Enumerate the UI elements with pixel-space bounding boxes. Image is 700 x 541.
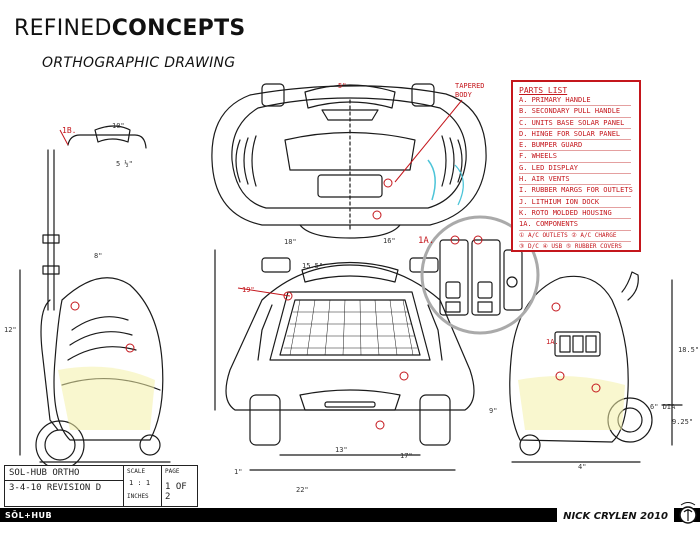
top-view <box>211 83 487 239</box>
side-view-right <box>509 271 683 463</box>
dim-19: 19" <box>242 286 255 294</box>
title-block-scale-unit: INCHES <box>127 493 149 500</box>
dim-5: 5" <box>338 82 347 90</box>
footer-bar <box>0 508 700 522</box>
dim-13: 13" <box>335 446 348 454</box>
dim-9: 9" <box>489 407 498 415</box>
title-block-scale-label: SCALE <box>127 468 146 475</box>
parts-list-item: B. SECONDARY PULL HANDLE <box>519 106 631 118</box>
parts-list-item: A. PRIMARY HANDLE <box>519 95 631 107</box>
dim-18: 18" <box>284 238 297 246</box>
parts-list-heading: PARTS LIST <box>519 86 568 95</box>
annotation-tapered-body: TAPERED BODY <box>455 82 485 99</box>
parts-list-item: I. RUBBER MARGS FOR OUTLETS <box>519 185 633 197</box>
dim-10: 10" <box>112 122 125 130</box>
dim-9-25: 9.25" <box>672 418 694 426</box>
dim-12: 12" <box>4 326 17 334</box>
parts-list-item: E. BUMPER GUARD <box>519 140 631 152</box>
parts-list-item: K. ROTO MOLDED HOUSING <box>519 208 631 220</box>
annotation-1a-side: 1A. <box>546 338 559 346</box>
parts-list-item: ① A/C OUTLETS ② A/C CHARGE <box>519 231 631 242</box>
dim-17: 17" <box>400 452 413 460</box>
annotation-1b: 1B. <box>62 126 77 135</box>
dim-16: 16" <box>383 237 396 245</box>
dim-8: 8" <box>94 252 103 260</box>
dim-22: 22" <box>296 486 309 494</box>
dim-4: 4" <box>578 463 587 471</box>
parts-list-item: D. HINGE FOR SOLAR PANEL <box>519 129 631 141</box>
detail-callout <box>420 215 540 335</box>
parts-list-item: C. UNITS BASE SOLAR PANEL <box>519 118 631 129</box>
title-block: SOL-HUB ORTHO 3-4-10 REVISION D SCALE 1 … <box>4 465 198 507</box>
dim-5-5: 5 ½" <box>116 160 133 168</box>
parts-list-item: 1A. COMPONENTS <box>519 219 631 231</box>
dim-1: 1" <box>234 468 243 476</box>
title-block-name: SOL-HUB ORTHO <box>9 468 80 478</box>
parts-list-item: J. LITHIUM ION DOCK <box>519 197 631 208</box>
page-subtitle: ORTHOGRAPHIC DRAWING <box>42 55 236 71</box>
page-title: REFINEDCONCEPTS <box>14 16 246 41</box>
dim-15-5: 15.5" <box>302 262 324 270</box>
title-block-page-value: 1 OF 2 <box>165 482 187 502</box>
parts-list-item: F. WHEELS <box>519 151 631 163</box>
dim-18-5: 18.5" <box>678 346 700 354</box>
title-block-scale-value: 1 : 1 <box>129 479 151 487</box>
footer-author: NICK CRYLEN 2010 <box>557 508 674 526</box>
footer-brand: SŌL+HUB <box>5 511 53 520</box>
parts-list-item: G. LED DISPLAY <box>519 163 631 175</box>
front-view <box>214 249 475 471</box>
dim-6-dia: 6" DIA <box>650 403 676 411</box>
parts-list-item: ③ D/C ④ USB ⑤ RUBBER COVERS <box>519 242 622 250</box>
author-logo-icon <box>679 502 697 524</box>
title-block-page-label: PAGE <box>165 468 180 475</box>
title-block-date: 3-4-10 REVISION D <box>9 483 102 493</box>
annotation-1a: 1A. <box>418 236 435 246</box>
parts-list-box: PARTS LIST A. PRIMARY HANDLE B. SECONDAR… <box>511 80 641 252</box>
parts-list-item: H. AIR VENTS <box>519 174 631 186</box>
